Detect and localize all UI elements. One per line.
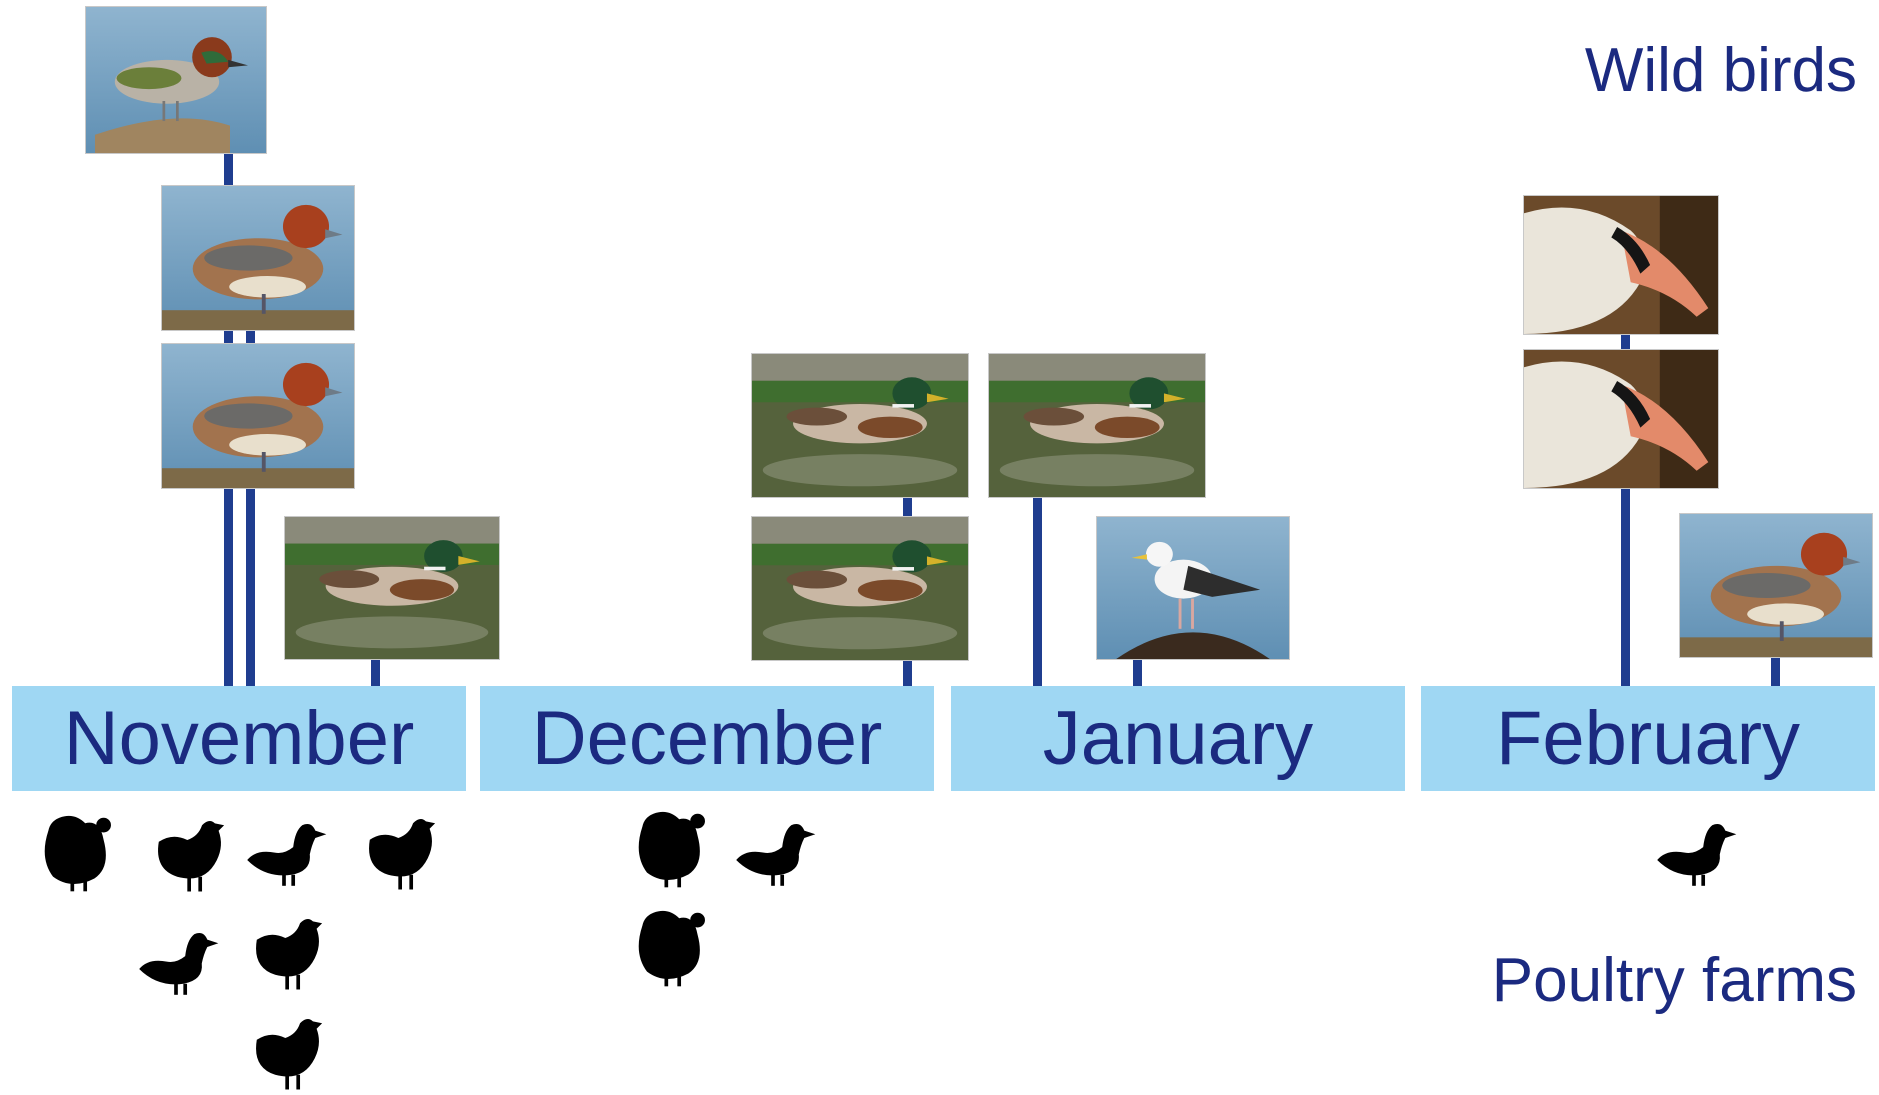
month-band-november: November [12,686,466,791]
turkey-silhouette-icon [624,799,716,891]
connector-stem [246,330,255,686]
connector-stem [1771,654,1780,686]
mallard-photo [751,516,969,661]
connector-stem [1133,658,1142,686]
wigeon-photo [161,343,355,489]
turkey-silhouette-icon [30,803,122,895]
month-band-february: February [1421,686,1875,791]
duck-silhouette-icon [238,803,330,895]
wigeon-photo [1679,513,1873,658]
poultry-farms-label: Poultry farms [1491,946,1857,1015]
connector-stem [903,658,912,686]
duck-silhouette-icon [130,912,222,1004]
wild-birds-label: Wild birds [1584,36,1857,105]
chicken-silhouette-icon [243,903,335,995]
chicken-silhouette-icon [243,1003,335,1095]
month-band-january: January [951,686,1405,791]
chicken-silhouette-icon [145,805,237,897]
turkey-silhouette-icon [624,898,716,990]
connector-stem [371,658,380,686]
swan-photo [1523,195,1719,335]
teal-photo [85,6,267,154]
chicken-silhouette-icon [356,803,448,895]
mallard-photo [284,516,500,660]
mallard-photo [751,353,969,498]
connector-stem [1033,495,1042,686]
duck-silhouette-icon [1648,803,1740,895]
wigeon-photo [161,185,355,331]
duck-silhouette-icon [727,803,819,895]
month-band-december: December [480,686,934,791]
connector-stem [903,495,912,517]
mallard-photo [988,353,1206,498]
swan-photo [1523,349,1719,489]
connector-stem [1621,332,1630,349]
gull-photo [1096,516,1290,660]
connector-stem [1621,486,1630,686]
